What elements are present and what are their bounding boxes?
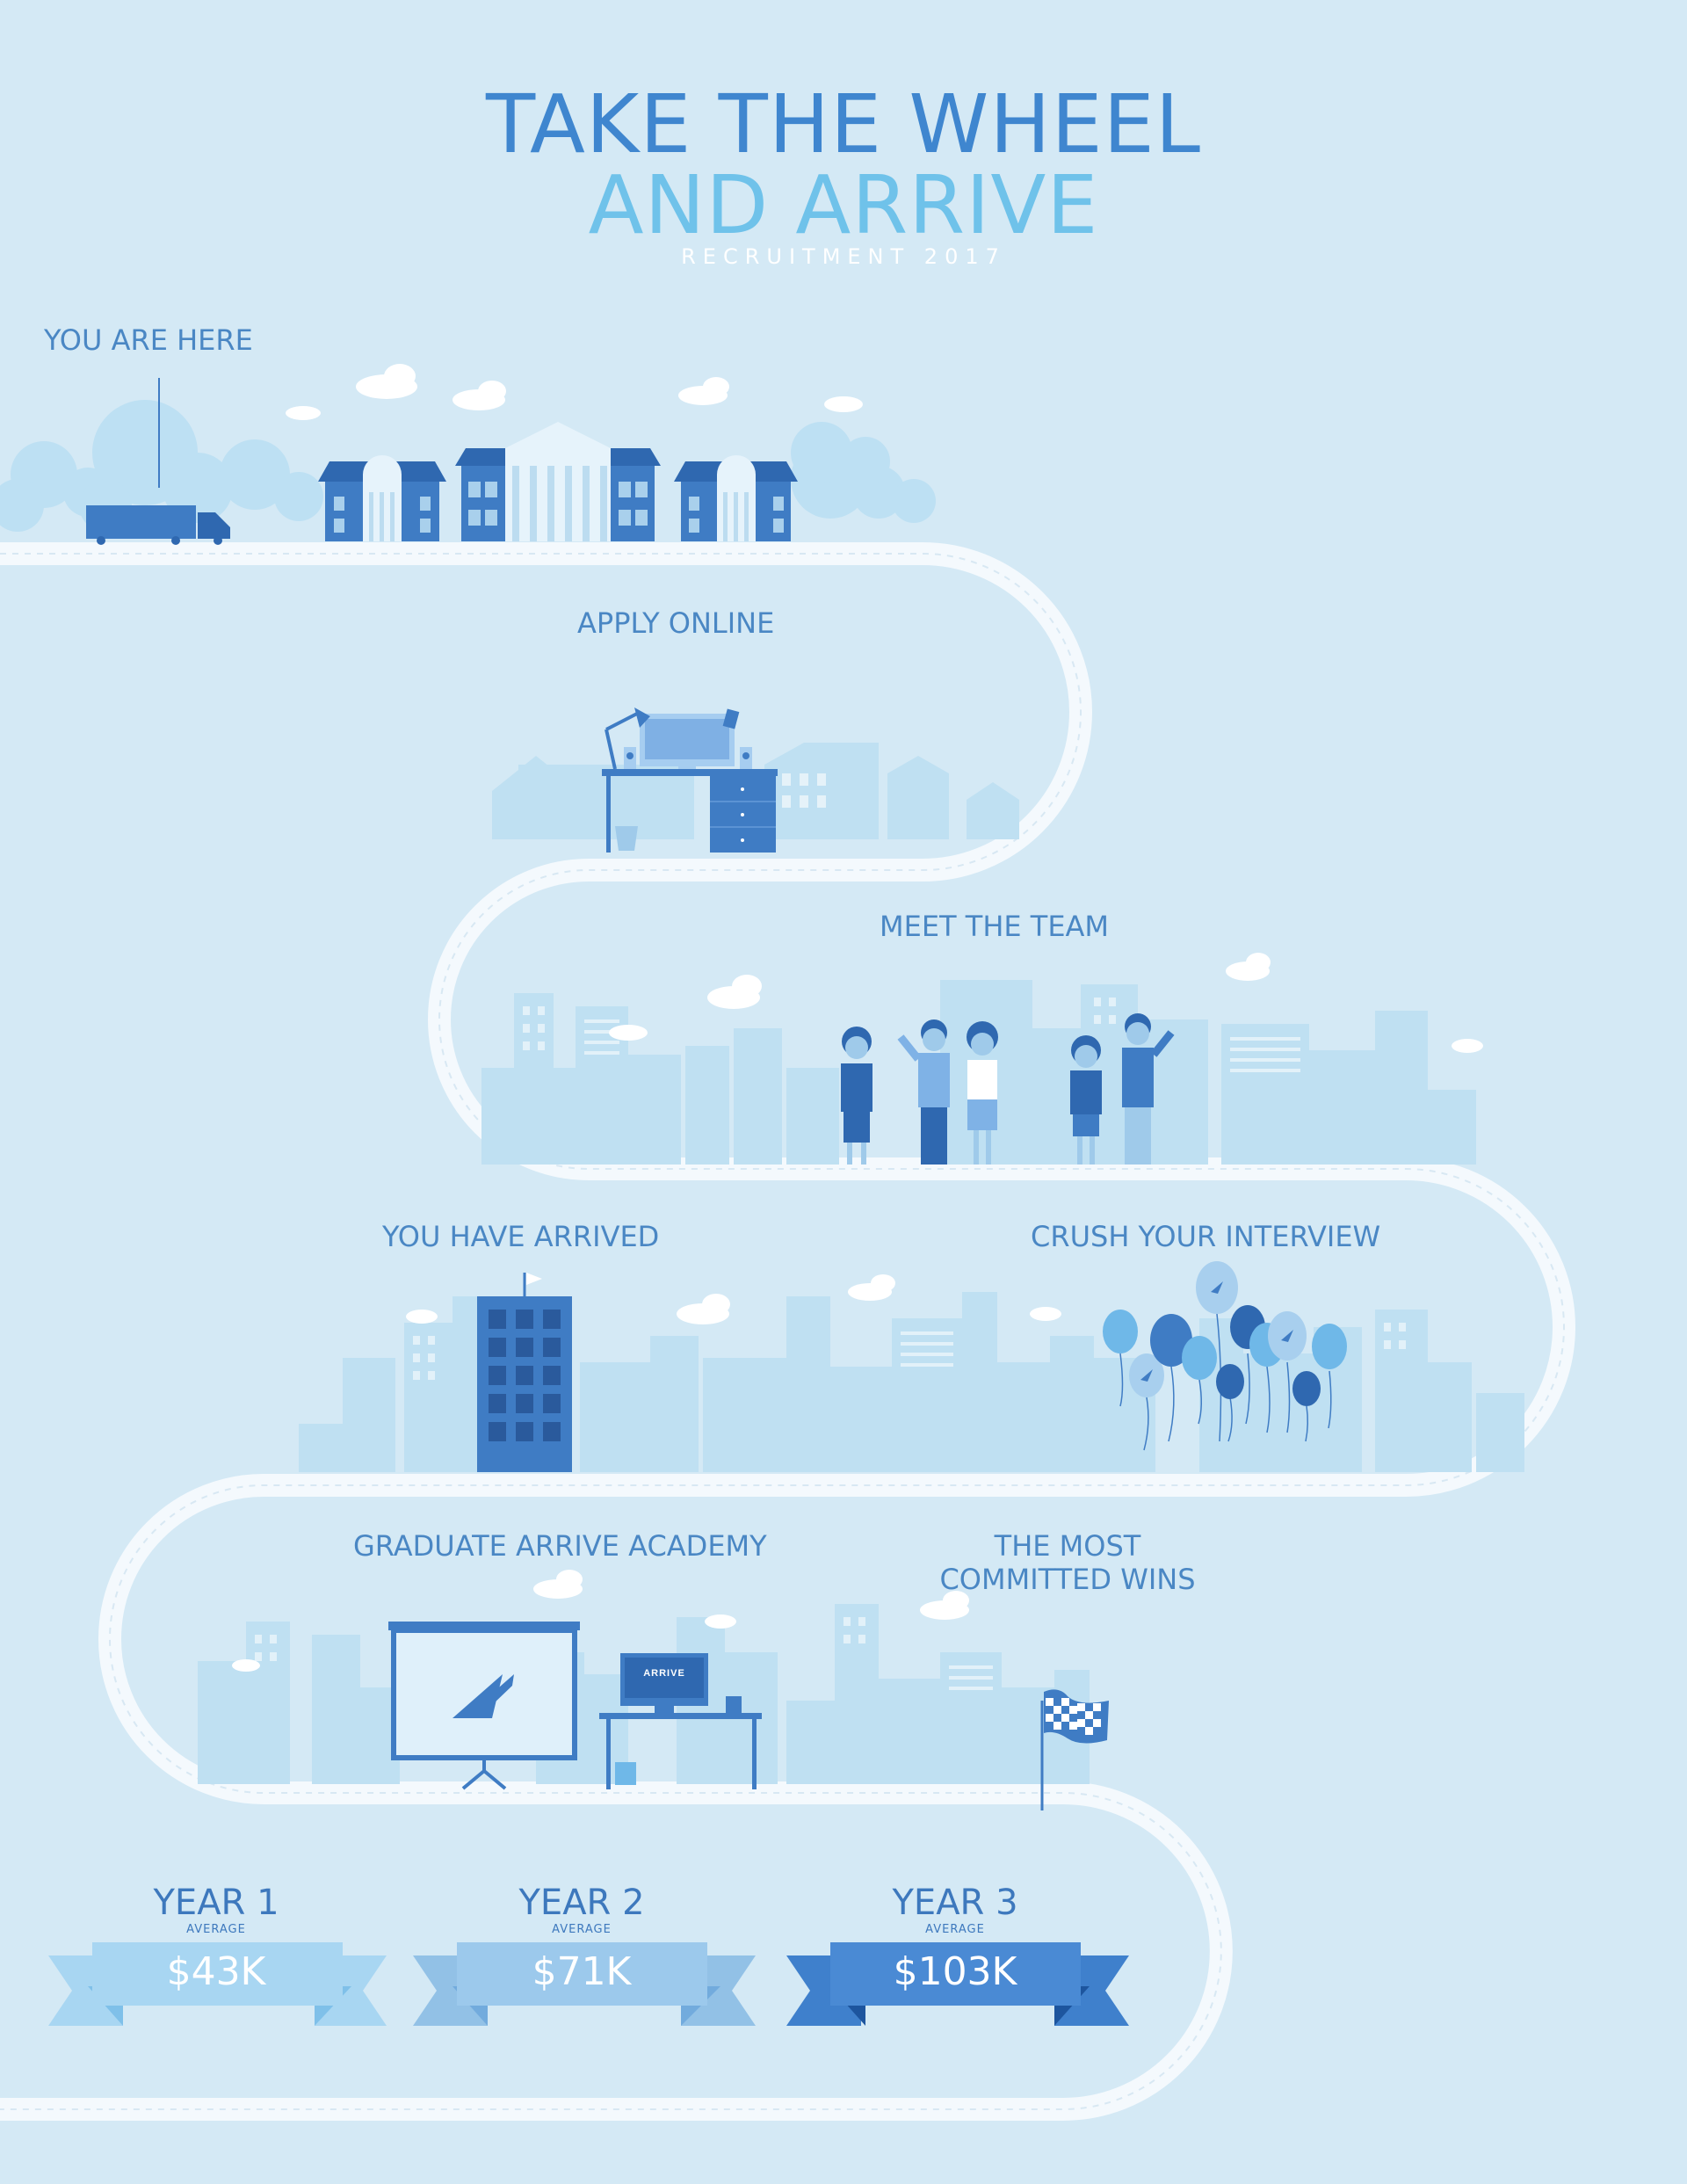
campus-scene (0, 364, 936, 545)
salary-ribbons (48, 1942, 1129, 2026)
year-label: YEAR 3 (892, 1883, 1018, 1923)
step-you-have-arrived: YOU HAVE ARRIVED (382, 1220, 660, 1253)
title-line-1: TAKE THE WHEEL (485, 77, 1202, 171)
step-meet-team: MEET THE TEAM (880, 910, 1110, 943)
step-graduate-academy: GRADUATE ARRIVE ACADEMY (353, 1529, 767, 1563)
salary-amount: $71K (532, 1949, 632, 1994)
salary-amount: $43K (166, 1949, 266, 1994)
winding-road (0, 542, 1575, 2121)
team-scene (481, 953, 1483, 1165)
step-crush-interview: CRUSH YOUR INTERVIEW (1031, 1220, 1381, 1253)
committed-line-2: COMMITTED WINS (939, 1563, 1196, 1596)
arrive-logo: ARRIVE (643, 1668, 685, 1679)
step-apply-online: APPLY ONLINE (577, 606, 775, 640)
academy-scene (198, 1570, 1109, 1810)
subtitle: RECRUITMENT 2017 (681, 244, 1006, 269)
year-label: YEAR 2 (518, 1883, 645, 1923)
desk-scene (492, 707, 1019, 853)
step-you-are-here: YOU ARE HERE (44, 323, 253, 357)
year-label: YEAR 1 (153, 1883, 279, 1923)
title-line-2: AND ARRIVE (588, 158, 1099, 252)
average-label: AVERAGE (552, 1923, 612, 1936)
committed-line-1: THE MOST (994, 1529, 1141, 1563)
step-committed-wins: THE MOST COMMITTED WINS (936, 1529, 1199, 1596)
average-label: AVERAGE (925, 1923, 985, 1936)
balloons (1103, 1261, 1347, 1451)
average-label: AVERAGE (186, 1923, 246, 1936)
arrival-scene (299, 1261, 1524, 1472)
salary-amount: $103K (893, 1949, 1017, 1994)
